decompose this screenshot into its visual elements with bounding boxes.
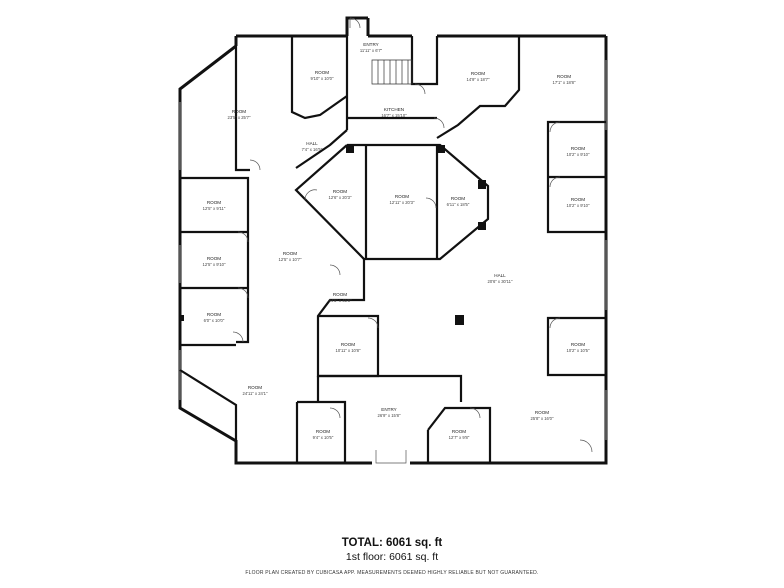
svg-text:10'11" x 10'8": 10'11" x 10'8" [336,348,361,353]
svg-text:ROOM: ROOM [395,194,409,199]
stairs [371,59,413,85]
svg-text:ROOM: ROOM [248,385,262,390]
svg-text:44'5" x 45'6": 44'5" x 45'6" [329,298,352,303]
door-swings [232,17,593,464]
svg-text:10'2" x 9'10": 10'2" x 9'10" [567,203,590,208]
svg-text:9'4" x 10'5": 9'4" x 10'5" [313,435,334,440]
svg-text:ROOM: ROOM [333,189,347,194]
svg-text:ROOM: ROOM [316,429,330,434]
svg-text:ROOM: ROOM [207,256,221,261]
svg-text:20'6" x 30'11": 20'6" x 30'11" [488,279,513,284]
svg-text:11'11" x 6'7": 11'11" x 6'7" [360,48,383,53]
svg-text:9'10" x 10'0": 9'10" x 10'0" [311,76,334,81]
svg-text:26'9" x 15'8": 26'9" x 15'8" [378,413,401,418]
interior-walls [179,36,606,463]
svg-text:ROOM: ROOM [207,200,221,205]
svg-text:25'8" x 16'0": 25'8" x 16'0" [531,416,554,421]
svg-text:ROOM: ROOM [571,342,585,347]
svg-text:ROOM: ROOM [535,410,549,415]
floor-area: 1st floor: 6061 sq. ft [345,551,439,563]
svg-text:12'5" x 9'11": 12'5" x 9'11" [203,206,226,211]
svg-text:10'2" x 10'5": 10'2" x 10'5" [567,348,590,353]
svg-text:ROOM: ROOM [232,109,246,114]
svg-text:10'2" x 9'10": 10'2" x 9'10" [567,152,590,157]
svg-text:16'7" x 15'10": 16'7" x 15'10" [381,113,407,118]
svg-text:ROOM: ROOM [571,146,585,151]
svg-text:ROOM: ROOM [471,71,485,76]
svg-text:ROOM: ROOM [283,251,297,256]
svg-text:12'6" x 20'3": 12'6" x 20'3" [329,195,352,200]
svg-text:ROOM: ROOM [341,342,355,347]
svg-text:ROOM: ROOM [333,292,347,297]
svg-text:ENTRY: ENTRY [381,407,397,412]
svg-text:ROOM: ROOM [207,312,221,317]
svg-text:12'7" x 9'8": 12'7" x 9'8" [449,435,470,440]
columns [180,145,486,325]
svg-text:ROOM: ROOM [557,74,571,79]
disclaimer-text: FLOOR PLAN CREATED BY CUBICASA APP. MEAS… [245,570,539,576]
svg-text:17'1" x 18'8": 17'1" x 18'8" [553,80,576,85]
svg-text:12'5" x 10'7": 12'5" x 10'7" [279,257,302,262]
svg-text:ROOM: ROOM [315,70,329,75]
svg-text:7'4" x 16'5": 7'4" x 16'5" [302,147,323,152]
svg-text:ROOM: ROOM [452,429,466,434]
svg-text:6'11" x 18'5": 6'11" x 18'5" [447,202,470,207]
svg-text:ENTRY: ENTRY [363,42,379,47]
svg-text:ROOM: ROOM [571,197,585,202]
svg-text:23'5" x 25'7": 23'5" x 25'7" [228,115,251,120]
svg-text:ROOM: ROOM [451,196,465,201]
svg-text:24'11" x 24'1": 24'11" x 24'1" [243,391,268,396]
svg-text:HALL: HALL [306,141,318,146]
total-area: TOTAL: 6061 sq. ft [341,537,443,549]
svg-text:14'9" x 18'7": 14'9" x 18'7" [467,77,490,82]
svg-text:KITCHEN: KITCHEN [384,107,404,112]
svg-text:12'11" x 20'3": 12'11" x 20'3" [390,200,415,205]
exterior-walls [178,16,608,465]
svg-text:12'5" x 9'10": 12'5" x 9'10" [203,262,226,267]
svg-text:HALL: HALL [494,273,506,278]
svg-text:6'0" x 10'0": 6'0" x 10'0" [204,318,225,323]
